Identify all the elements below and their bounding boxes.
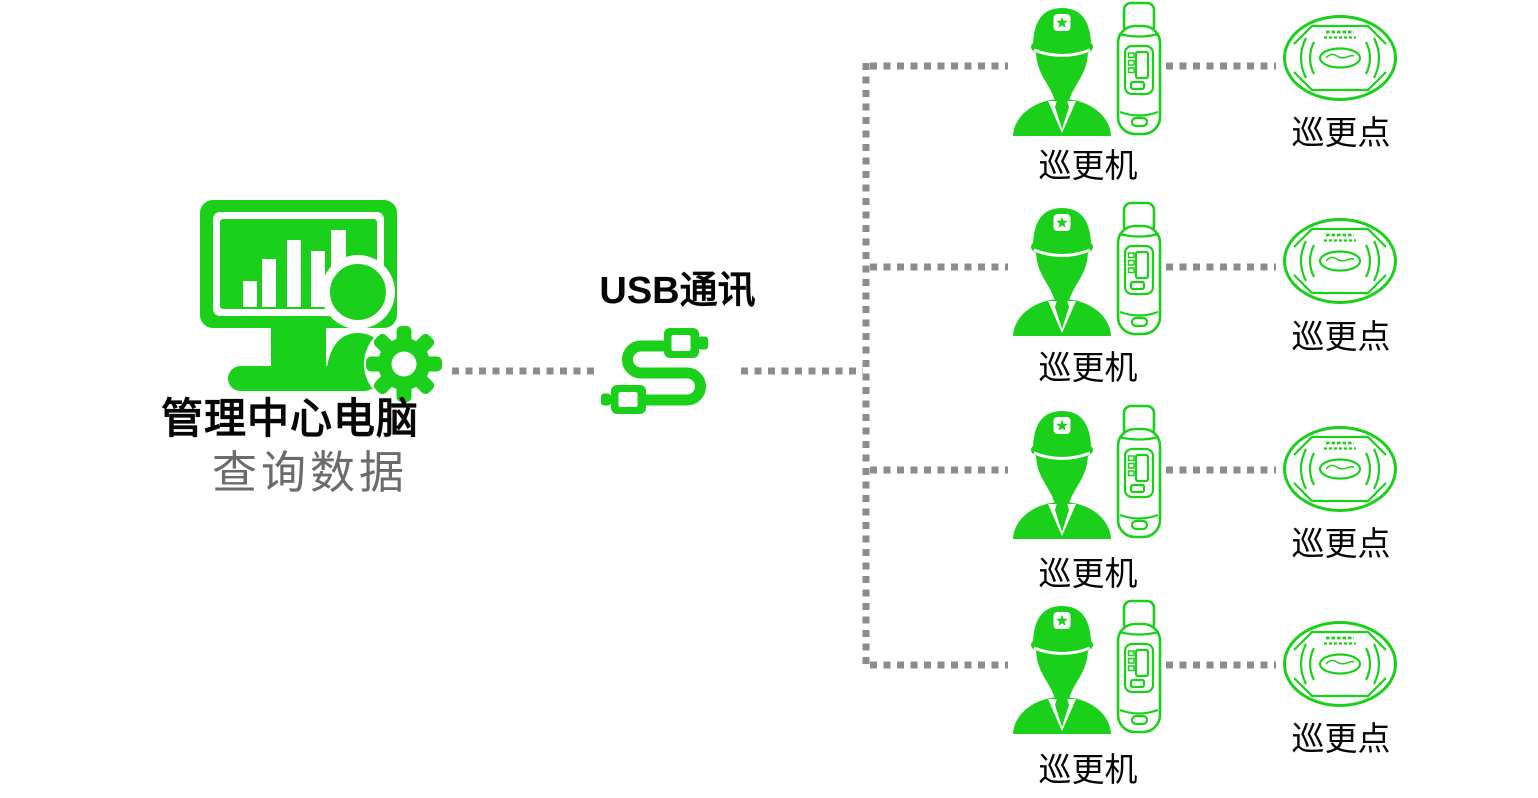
patrol-device-label-3: 巡更机 [1038,555,1138,592]
gear-icon [364,324,444,404]
patrol-device-label-2: 巡更机 [1038,349,1138,386]
management-center-label: 管理中心电脑 [160,395,419,442]
dotted-connections [452,62,1276,669]
usb-comm-label: USB通讯 [599,270,756,312]
patrol-device-label-4: 巡更机 [1038,751,1138,788]
usb-cable-icon [601,328,708,414]
patrol-point-label-4: 巡更点 [1291,720,1391,757]
management-computer-icon [200,200,444,404]
patrol-point-label-1: 巡更点 [1291,114,1391,151]
patrol-point-label-2: 巡更点 [1291,318,1391,355]
query-data-label: 查询数据 [211,447,408,498]
patrol-device-label-1: 巡更机 [1038,147,1138,184]
patrol-point-label-3: 巡更点 [1291,525,1391,562]
